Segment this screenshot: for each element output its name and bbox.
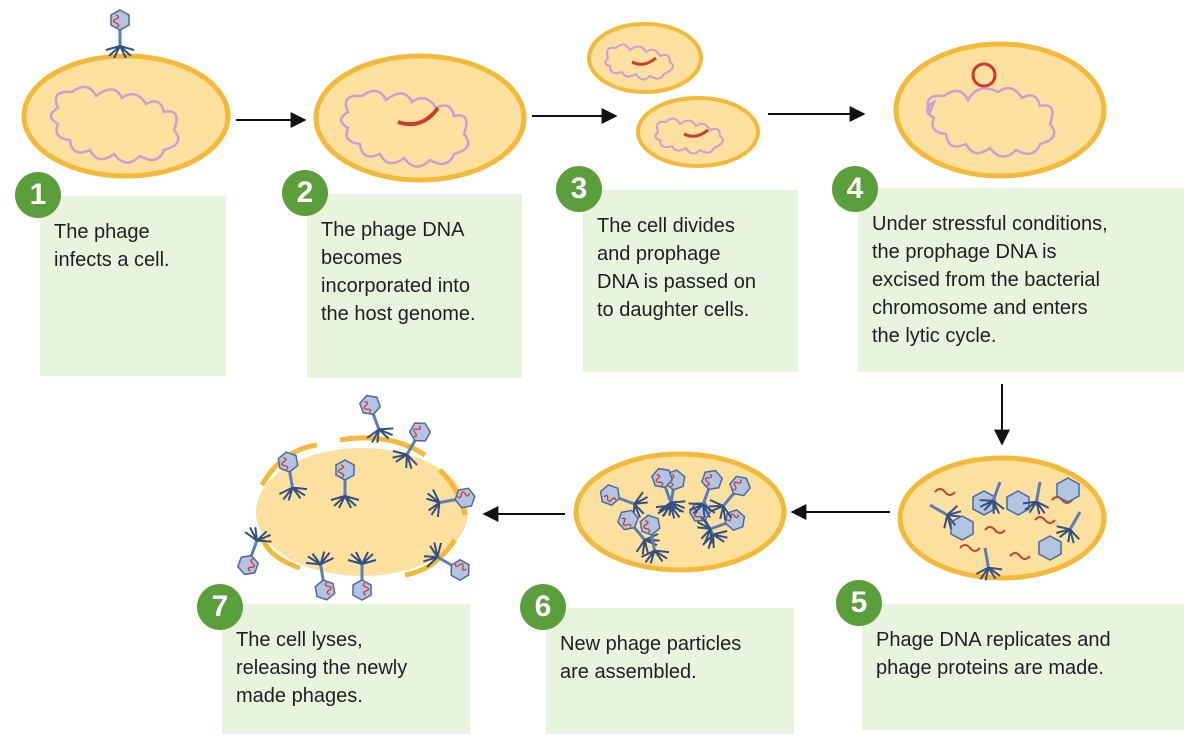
bacterial-dna [339,89,470,168]
bacterial-dna [604,43,674,81]
cell-1-infection [21,8,231,179]
cell-3-division [587,22,760,168]
step-6-caption: New phage particles are assembled. [546,608,794,734]
prophage-dna [631,56,657,66]
step-2-caption: The phage DNA becomes incorporated into … [307,194,522,378]
prophage-dna [683,128,709,138]
step-3-caption: The cell divides and prophage DNA is pas… [583,190,798,372]
step-7-caption: The cell lyses, releasing the newly made… [222,604,470,734]
step-6-badge: 6 [520,584,566,630]
step-5-text: Phage DNA replicates and phage proteins … [876,629,1111,679]
excised-prophage-circle [971,62,997,88]
prophage-dna [397,106,440,127]
step-3-text: The cell divides and prophage DNA is pas… [597,215,756,321]
step-4-text: Under stressful conditions, the prophage… [872,213,1108,347]
bacterial-dna [49,85,180,164]
step-2-badge: 2 [282,170,328,216]
step-5-caption: Phage DNA replicates and phage proteins … [862,604,1184,730]
cell-2-integration [313,53,527,183]
step-7-badge: 7 [197,584,243,630]
cell-6-assembly [573,451,787,573]
bacterial-dna [654,117,724,155]
step-1-caption: The phage infects a cell. [40,196,226,376]
step-5-badge: 5 [836,580,882,626]
step-1-badge: 1 [15,172,61,218]
cell-7-lysis [229,389,479,604]
cell-5-replication [897,455,1107,584]
step-1-text: The phage infects a cell. [54,221,170,271]
step-3-badge: 3 [556,166,602,212]
step-6-text: New phage particles are assembled. [560,633,742,683]
bacterial-dna [925,86,1056,158]
step-2-text: The phage DNA becomes incorporated into … [321,219,476,325]
step-4-caption: Under stressful conditions, the prophage… [858,188,1184,372]
step-4-badge: 4 [832,166,878,212]
step-7-text: The cell lyses, releasing the newly made… [236,629,408,707]
cell-4-excision [893,41,1107,179]
